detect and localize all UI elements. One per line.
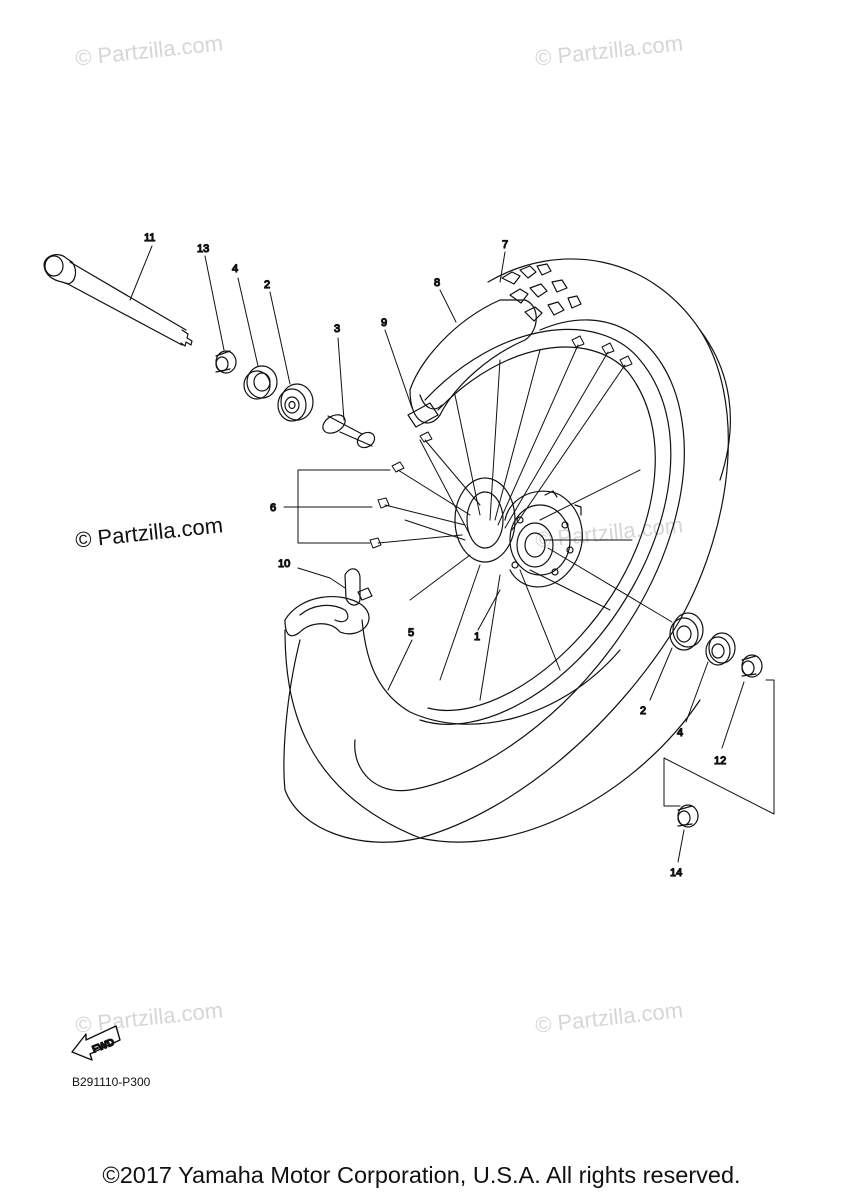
oil-seal-left[interactable] <box>243 365 278 400</box>
callout-4-left: 4 <box>232 263 238 275</box>
callout-7: 7 <box>502 239 508 251</box>
tire-tread <box>501 263 582 322</box>
callout-10: 10 <box>278 558 290 570</box>
callout-2-left: 2 <box>264 279 270 291</box>
callout-6: 6 <box>270 502 276 514</box>
valve[interactable] <box>344 568 373 606</box>
rim-band[interactable] <box>407 299 537 428</box>
spokes <box>369 335 641 701</box>
axle-centerline <box>547 547 673 623</box>
rim[interactable] <box>419 328 672 725</box>
callout-2-right: 2 <box>640 705 646 717</box>
callout-13: 13 <box>197 243 209 255</box>
tire[interactable] <box>283 258 731 843</box>
fwd-label: FWD <box>91 1037 116 1056</box>
oil-seal-right[interactable] <box>705 632 736 666</box>
callout-11: 11 <box>144 232 155 244</box>
tube[interactable] <box>284 596 701 843</box>
copyright-notice: ©2017 Yamaha Motor Corporation, U.S.A. A… <box>102 1162 741 1188</box>
bearing-left[interactable] <box>277 383 314 422</box>
axle[interactable] <box>43 254 193 347</box>
fwd-arrow-icon: FWD <box>71 1025 121 1061</box>
spacer[interactable] <box>320 411 378 450</box>
collar-14[interactable] <box>677 804 699 828</box>
callout-4-right: 4 <box>677 727 683 739</box>
callout-5: 5 <box>408 627 414 639</box>
bearing-right[interactable] <box>669 612 704 651</box>
callout-9: 9 <box>381 317 387 329</box>
collar-13[interactable] <box>215 350 237 374</box>
callout-12: 12 <box>714 755 726 767</box>
collar-12[interactable] <box>741 654 763 678</box>
callout-3: 3 <box>334 323 340 335</box>
leader-lines <box>129 245 775 863</box>
callout-14: 14 <box>670 867 682 879</box>
hub[interactable] <box>454 477 583 588</box>
diagram-code: B291110-P300 <box>72 1075 151 1089</box>
callout-8: 8 <box>434 277 440 289</box>
callout-1: 1 <box>474 631 480 643</box>
